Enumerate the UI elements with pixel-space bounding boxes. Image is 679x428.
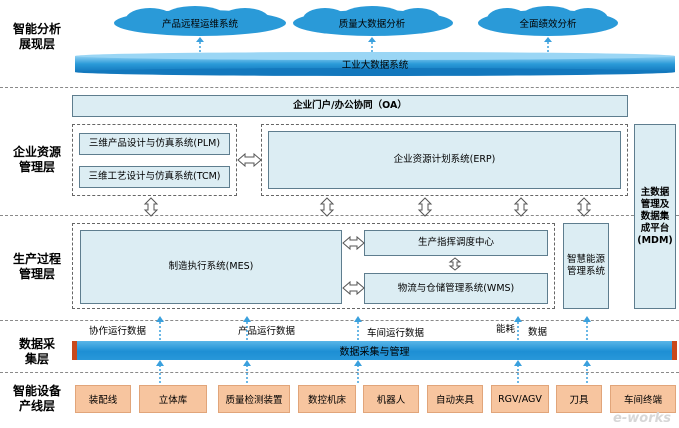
- flow-label-workshop: 车间运行数据: [367, 328, 425, 339]
- cloud-label-quality-analysis: 质量大数据分析: [339, 18, 406, 30]
- mdm-box: 主数据管理及数据集成平台(MDM): [634, 124, 676, 309]
- layer-divider: [0, 372, 679, 373]
- wms-box: 物流与仓储管理系统(WMS): [364, 273, 548, 304]
- layer-divider: [0, 215, 679, 216]
- device-cnc-machine: 数控机床: [298, 385, 356, 413]
- device-rgv-agv: RGV/AGV: [491, 385, 549, 413]
- dispatch-center-box: 生产指挥调度中心: [364, 230, 548, 256]
- data-flow-arrows: [159, 322, 588, 383]
- flow-label-energy: 能耗: [496, 324, 516, 335]
- plm-box: 三维产品设计与仿真系统(PLM): [79, 133, 230, 155]
- double-arrow-icon: [342, 280, 365, 296]
- device-stereo-warehouse: 立体库: [139, 385, 207, 413]
- flow-label-data: 数据: [528, 327, 548, 338]
- design-group-outline: [72, 124, 237, 196]
- double-arrow-icon: [143, 197, 159, 217]
- cloud-shape: [478, 6, 618, 36]
- layer-label-enterprise: 企业资源 管理层: [12, 145, 61, 174]
- cloud-arrowhead: [196, 37, 552, 42]
- flow-label-product: 产品运行数据: [238, 326, 296, 337]
- cloud-shape: [293, 6, 453, 36]
- layer-divider: [0, 320, 679, 321]
- cloud-label-performance: 全面绩效分析: [519, 18, 577, 30]
- big-data-cylinder: [75, 52, 675, 76]
- mes-box: 制造执行系统(MES): [80, 230, 342, 304]
- double-arrow-icon: [342, 235, 365, 251]
- double-arrow-icon: [319, 197, 335, 217]
- layer-label-production: 生产过程 管理层: [12, 252, 61, 281]
- layer-label-data: 数据采 集层: [18, 337, 55, 366]
- device-workshop-terminal: 车间终端: [610, 385, 676, 413]
- cloud-shape: [114, 6, 286, 36]
- device-cutting-tool: 刀具: [556, 385, 602, 413]
- production-group-outline: [72, 223, 555, 309]
- double-arrow-icon: [237, 152, 262, 168]
- tcm-box: 三维工艺设计与仿真系统(TCM): [79, 166, 230, 188]
- double-arrow-icon: [576, 197, 592, 217]
- energy-management-box: 智慧能源管理系统: [563, 223, 609, 309]
- watermark-logo: e-works: [613, 411, 671, 426]
- oa-box: 企业门户/办公协同（OA）: [72, 95, 628, 117]
- double-arrow-icon: [417, 197, 433, 217]
- erp-box: 企业资源计划系统(ERP): [268, 131, 621, 189]
- layer-label-presentation: 智能分析 展现层: [12, 22, 61, 51]
- double-arrow-icon: [513, 197, 529, 217]
- device-robot: 机器人: [363, 385, 419, 413]
- big-data-system-label: 工业大数据系统: [342, 59, 409, 71]
- layer-label-device: 智能设备 产线层: [12, 384, 61, 413]
- data-collection-bar: 数据采集与管理: [72, 341, 677, 360]
- device-assembly-line: 装配线: [75, 385, 131, 413]
- presentation-layer-graphics: 产品远程运维系统 质量大数据分析 全面绩效分析 工业大数据系统: [75, 6, 675, 76]
- layer-divider: [0, 87, 679, 88]
- cloud-label-remote-ops: 产品远程运维系统: [162, 18, 239, 30]
- cloud-arrow: [199, 42, 549, 52]
- data-flow-arrowheads: [156, 316, 591, 366]
- flow-label-collaboration: 协作运行数据: [89, 326, 147, 337]
- device-quality-inspection: 质量检测装置: [218, 385, 290, 413]
- double-arrow-icon: [448, 257, 462, 271]
- device-auto-fixture: 自动夹具: [427, 385, 483, 413]
